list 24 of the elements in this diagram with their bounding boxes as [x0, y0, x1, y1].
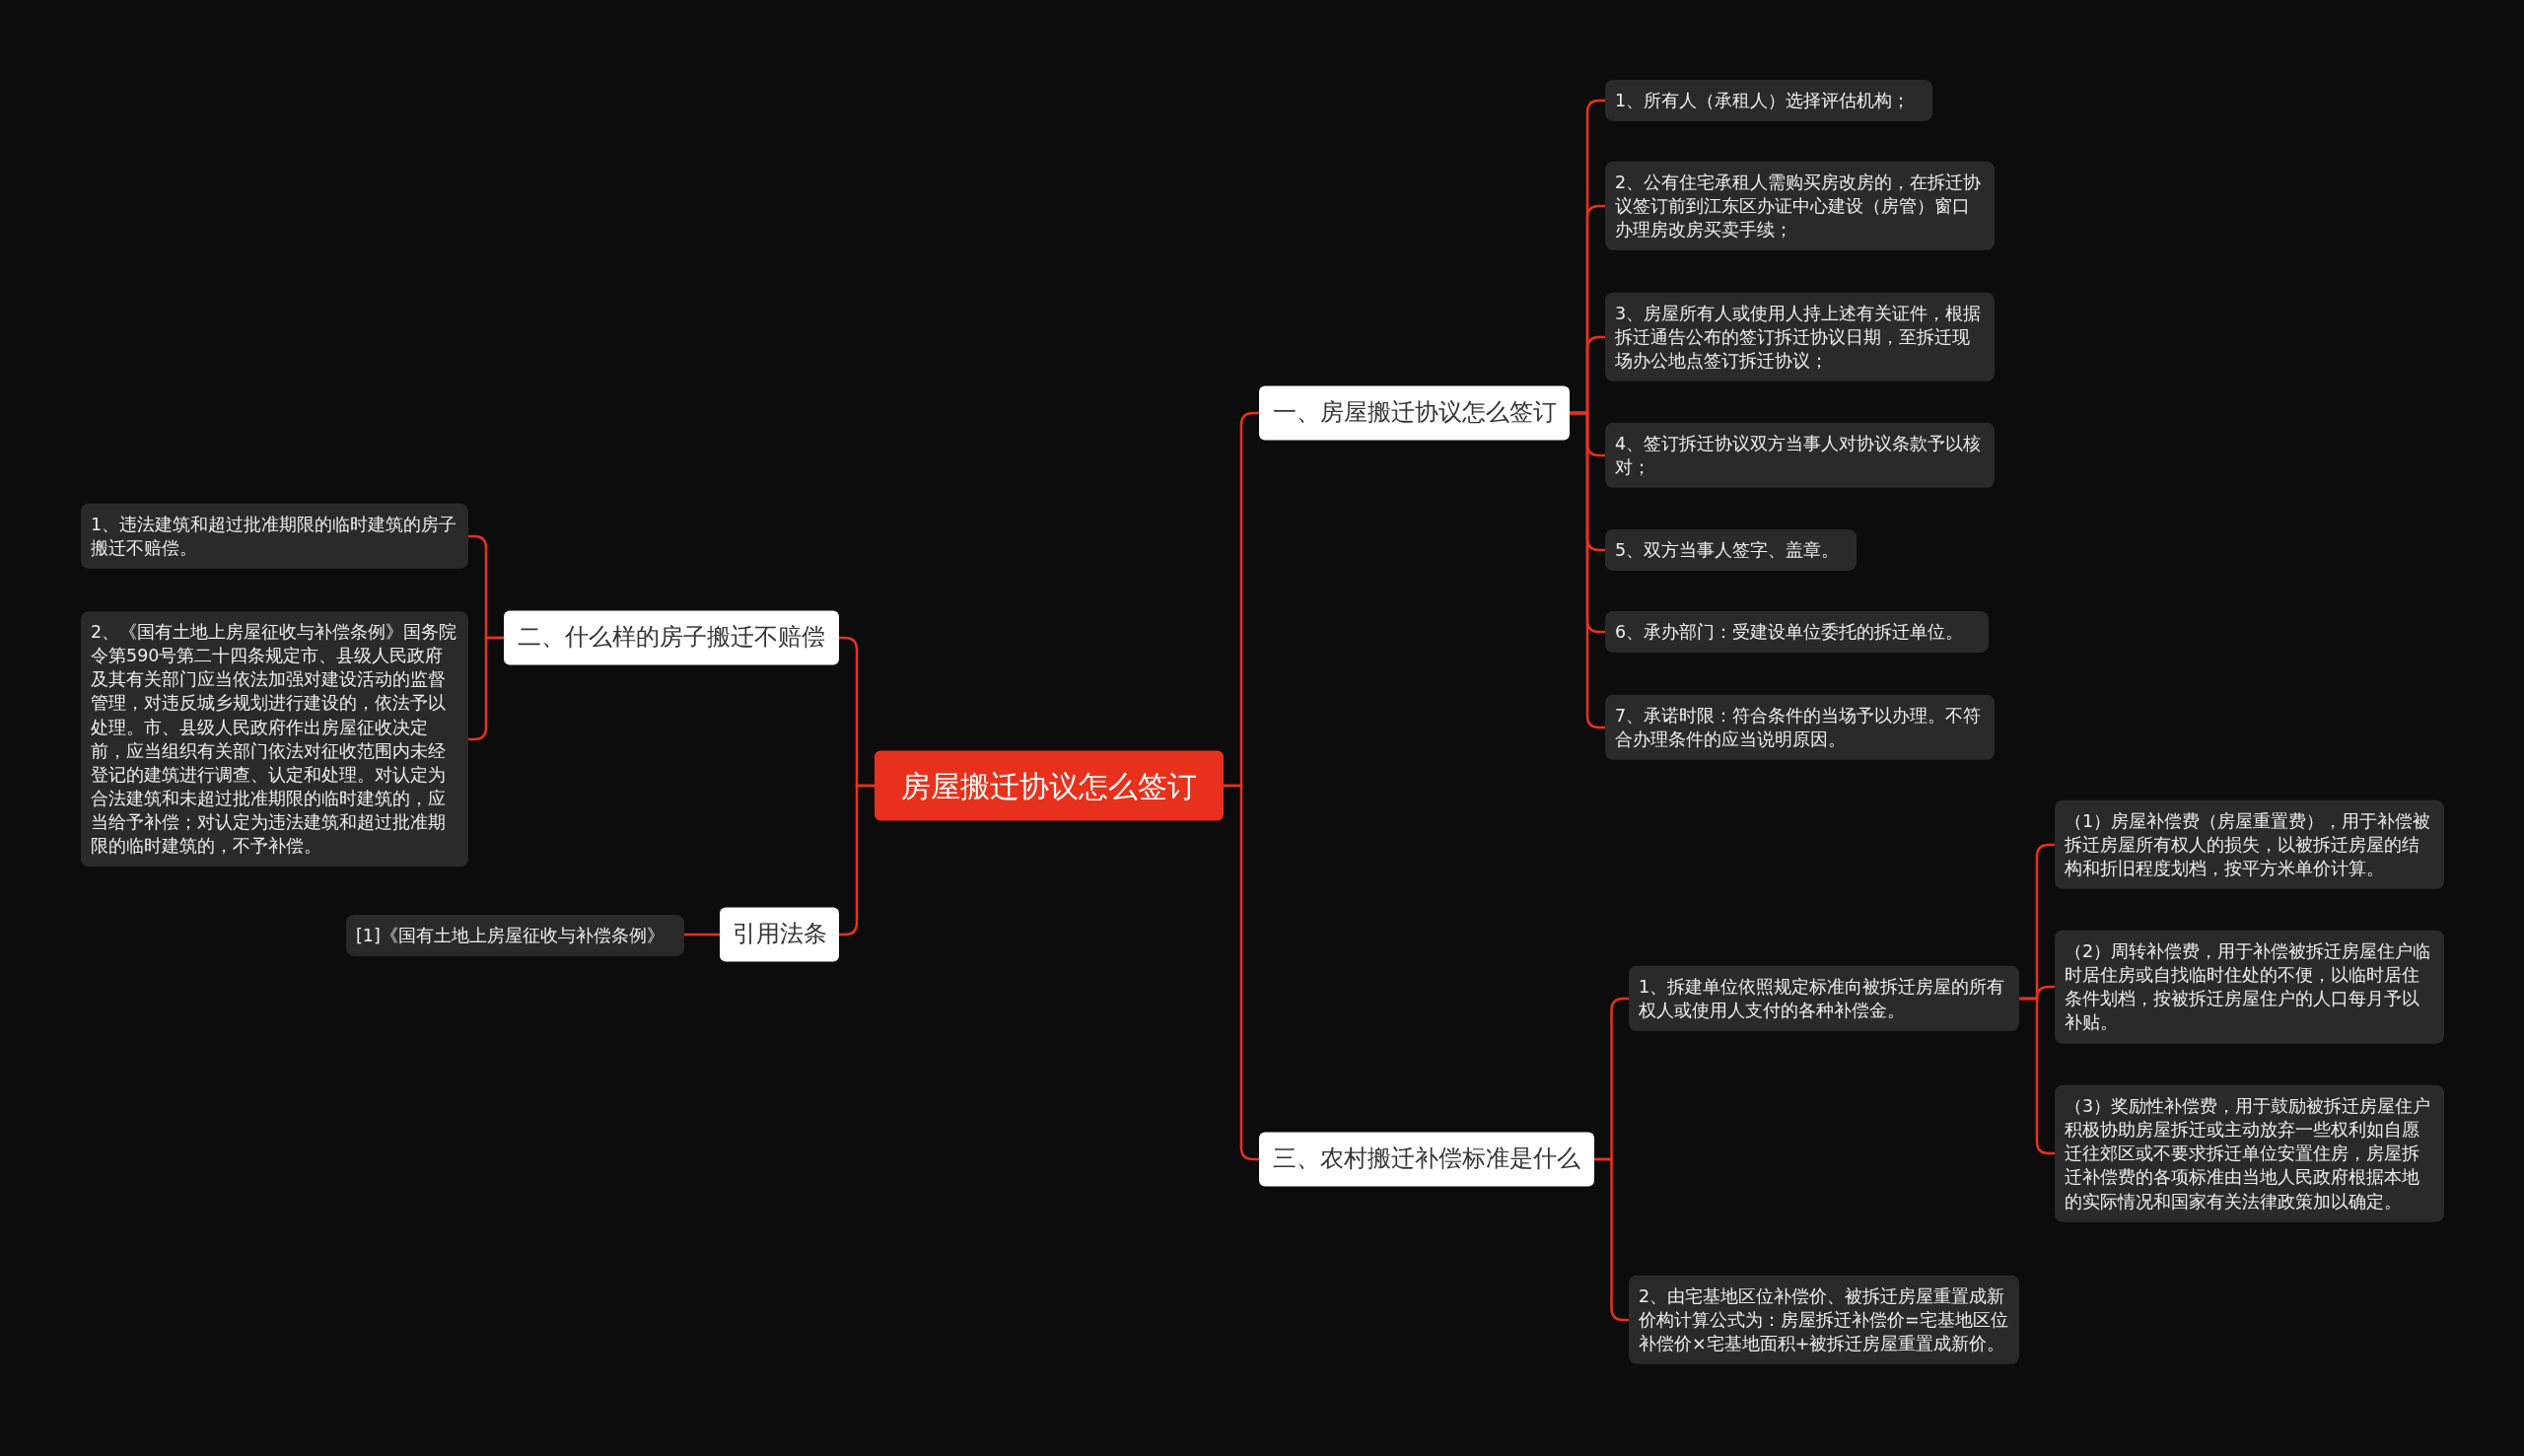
leaf-note: 2、《国有土地上房屋征收与补偿条例》国务院令第590号第二十四条规定市、县级人民政府及其有关部门应当依法加强对建设活动的监督管理，对违反城乡规划进行建设的，依法予以处理。市、县级人民政府作出房屋征收决定前，应当组织有关部门依法对征收范围内未经登记的建筑进行调查、认定和处理。对认定为合法建筑和未超过批准期限的临时建筑的，应当给予补偿；对认定为违法建筑和超过批准期限的临时建筑的，不予补偿。: [81, 611, 468, 867]
leaf-note: 1、违法建筑和超过批准期限的临时建筑的房子搬迁不赔偿。: [81, 503, 468, 570]
connector-line: [684, 933, 720, 936]
leaf-note: 4、签订拆迁协议双方当事人对协议条款予以核对；: [1605, 422, 1995, 489]
branch-topic: 一、房屋搬迁协议怎么签订: [1259, 385, 1570, 441]
leaf-note: （3）奖励性补偿费，用于鼓励被拆迁房屋住户积极协助房屋拆迁或主动放弃一些权利如自愿迁往郊区或不要求拆迁单位安置住房，房屋拆迁补偿费的各项标准由当地人民政府根据本地的实际情况和国家有关法律政策加以确定。: [2055, 1084, 2444, 1222]
connector-line: [2019, 997, 2055, 1155]
leaf-note: 1、所有人（承租人）选择评估机构；: [1605, 79, 1932, 122]
leaf-note: （2）周转补偿费，用于补偿被拆迁房屋住户临时居住房或自找临时住处的不便，以临时居住条件划档，按被拆迁房屋住户的人口每月予以补贴。: [2055, 930, 2444, 1044]
connector-line: [839, 784, 875, 936]
central-topic: 房屋搬迁协议怎么签订: [875, 750, 1224, 821]
leaf-note: 6、承办部门：受建设单位委托的拆迁单位。: [1605, 610, 1989, 654]
leaf-note: [1]《国有土地上房屋征收与补偿条例》: [346, 914, 684, 957]
branch-topic: 引用法条: [720, 907, 839, 962]
branch-topic: 二、什么样的房子搬迁不赔偿: [504, 610, 839, 665]
leaf-note: 5、双方当事人签字、盖章。: [1605, 528, 1857, 572]
leaf-note: 3、房屋所有人或使用人持上述有关证件，根据拆迁通告公布的签订拆迁协议日期，至拆迁现场办公地点签订拆迁协议；: [1605, 292, 1995, 382]
branch-topic: 三、农村搬迁补偿标准是什么: [1259, 1132, 1594, 1187]
leaf-note: 7、承诺时限：符合条件的当场予以办理。不符合办理条件的应当说明原因。: [1605, 694, 1995, 761]
leaf-note: （1）房屋补偿费（房屋重置费），用于补偿被拆迁房屋所有权人的损失，以被拆迁房屋的结构和折旧程度划档，按平方米单价计算。: [2055, 799, 2444, 890]
leaf-note: 2、由宅基地区位补偿价、被拆迁房屋重置成新价构计算公式为：房屋拆迁补偿价=宅基地区位补偿价×宅基地面积+被拆迁房屋重置成新价。: [1629, 1275, 2019, 1365]
connector-line: [1224, 784, 1259, 1161]
leaf-note: 1、拆建单位依照规定标准向被拆迁房屋的所有权人或使用人支付的各种补偿金。: [1629, 965, 2019, 1032]
leaf-note: 2、公有住宅承租人需购买房改房的，在拆迁协议签订前到江东区办证中心建设（房管）窗口办理房改房买卖手续；: [1605, 161, 1995, 251]
